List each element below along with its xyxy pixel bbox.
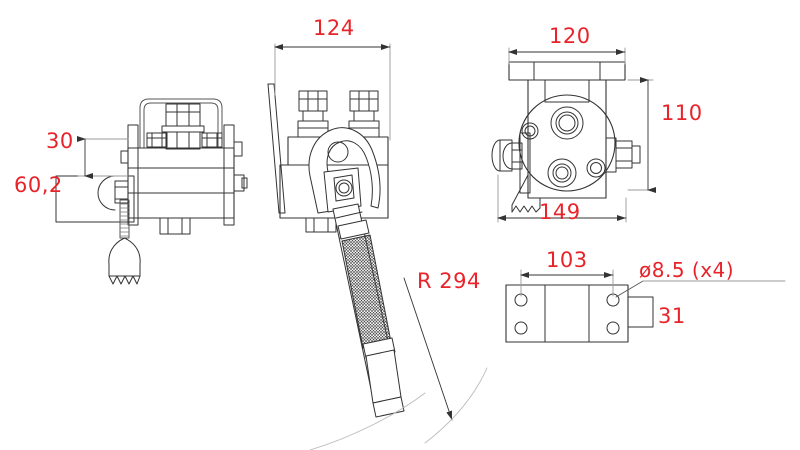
dimension-lines: [77, 43, 786, 450]
front-view-geometry: [55, 98, 248, 285]
dimension-label-120: 120: [549, 24, 591, 48]
side-view-geometry: [267, 83, 405, 418]
dimension-label-60-2: 60,2: [14, 173, 63, 197]
dimension-label-124: 124: [313, 16, 355, 40]
dimension-label-31: 31: [658, 304, 686, 328]
dimension-label-30: 30: [46, 129, 74, 153]
dimension-label-103: 103: [546, 248, 588, 272]
dimension-label-dia-8-5: ø8.5 (x4): [639, 258, 735, 282]
end-view-geometry: [491, 61, 641, 213]
dimension-label-149: 149: [539, 200, 581, 224]
dimension-label-110: 110: [661, 101, 703, 125]
plan-view-geometry: [505, 284, 654, 343]
dimension-label-r294: R 294: [417, 269, 481, 293]
